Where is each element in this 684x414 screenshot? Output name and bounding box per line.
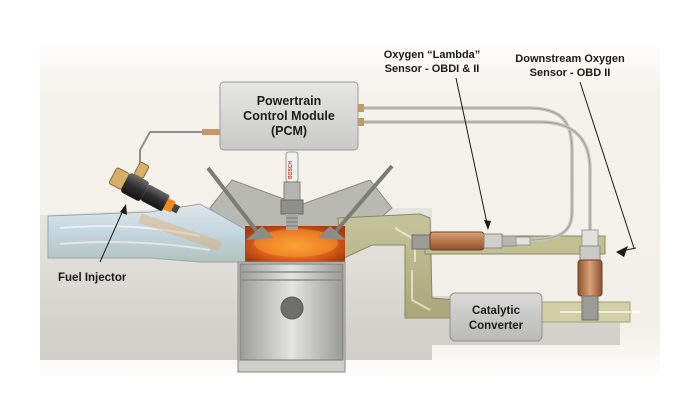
pcm-module: Powertrain Control Module (PCM) [219, 81, 359, 151]
oxygen-sensor-downstream-callout: Downstream Oxygen Sensor - OBD II [515, 53, 637, 257]
catalytic-converter-label-line2: Converter [469, 320, 524, 332]
intake-valve [206, 166, 274, 240]
intake-manifold [47, 203, 253, 263]
spark-plug-brand: BOSCH [288, 161, 294, 179]
spark-plug: BOSCH [280, 151, 304, 230]
oxygen-sensor-upstream-label-line1: Oxygen “Lambda” [384, 49, 481, 61]
catalytic-converter: Catalytic Converter [449, 292, 543, 342]
downstream-oxygen-sensor [577, 229, 603, 321]
oxygen-sensor-downstream-label-line1: Downstream Oxygen [515, 53, 625, 65]
fuel-injector [108, 161, 181, 214]
oxygen-sensor-upstream-callout: Oxygen “Lambda” Sensor - OBDI & II [384, 49, 491, 230]
pcm-label-line3: (PCM) [271, 124, 307, 138]
exhaust-valve [318, 164, 394, 240]
pcm-wire-connector [202, 129, 220, 135]
fuel-injector-callout: Fuel Injector [58, 204, 127, 284]
catalytic-converter-label-line1: Catalytic [472, 305, 521, 317]
upstream-oxygen-sensor [411, 231, 531, 251]
pcm-label-line2: Control Module [243, 109, 335, 123]
sensor-wires [354, 104, 592, 242]
oxygen-sensor-upstream-label-line2: Sensor - OBDI & II [385, 63, 480, 75]
injector-wire [139, 131, 220, 170]
piston [239, 263, 344, 361]
fuel-injector-label: Fuel Injector [58, 272, 127, 284]
oxygen-sensor-downstream-label-line2: Sensor - OBD II [530, 67, 611, 79]
pcm-label-line1: Powertrain [257, 94, 322, 108]
